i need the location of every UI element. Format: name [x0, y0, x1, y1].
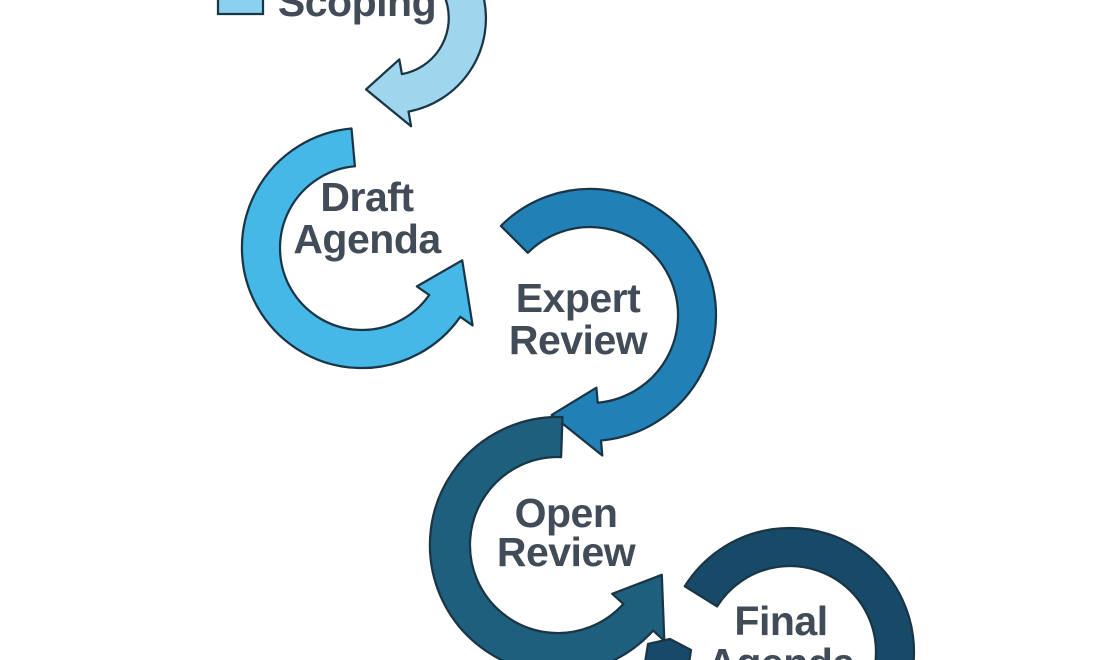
stage-label-final-agenda: Agenda — [707, 640, 856, 660]
swirl-arrow-open-review — [428, 415, 666, 660]
swirl-arrow-final-agenda — [683, 526, 916, 660]
stage-label-scoping: Scoping — [278, 0, 436, 25]
swirl-arrow-scoping — [364, 0, 488, 128]
stage-label-draft: Draft — [320, 174, 414, 220]
stage-label-draft-agenda: Agenda — [293, 216, 442, 262]
swirl-arrow-expert-review — [499, 187, 718, 457]
stage-label-final: Final — [734, 598, 827, 644]
swirl-arrow-draft-agenda — [240, 127, 474, 370]
cutoff-arrowhead-fragment-bottom — [644, 637, 693, 660]
swirl-arrows — [240, 0, 916, 660]
stage-label-expert: Expert — [516, 275, 641, 321]
stage-labels: Scoping Draft Agenda Expert Review Open … — [278, 0, 857, 660]
cutoff-arrow-fragment-top — [216, 0, 265, 16]
stage-label-open-review: Review — [497, 529, 636, 575]
stage-label-expert-review: Review — [509, 317, 648, 363]
stage-label-open: Open — [515, 490, 618, 536]
